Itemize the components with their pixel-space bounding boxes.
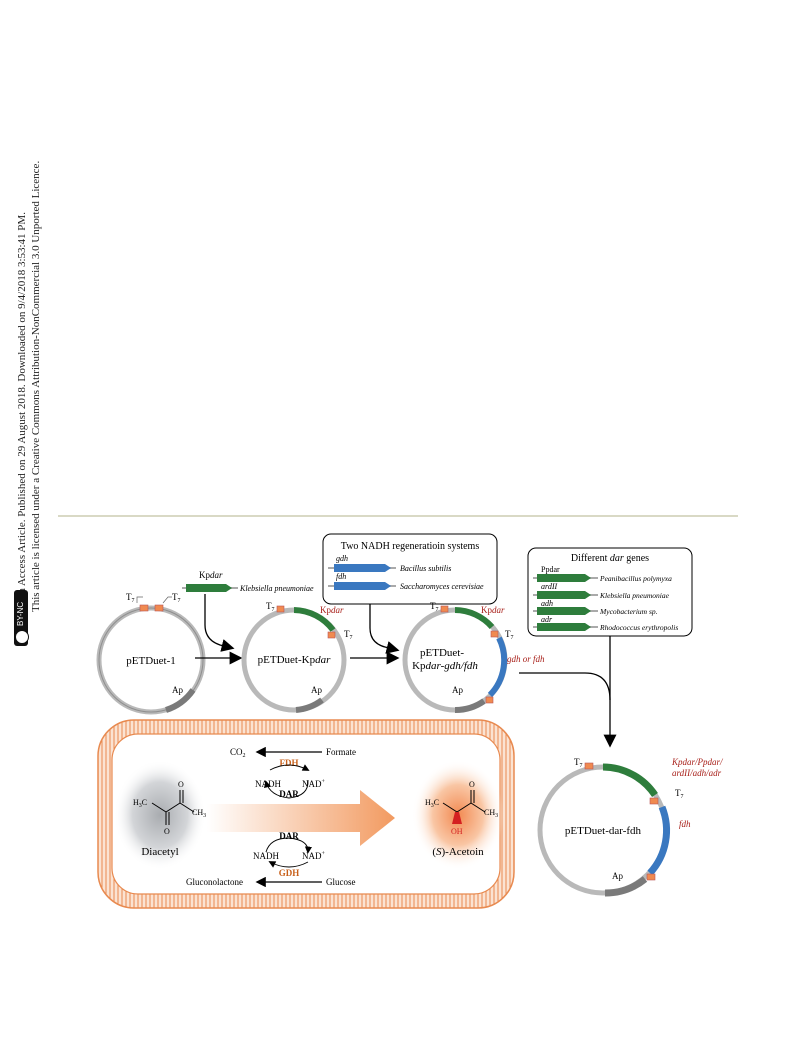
gene-label: adr — [541, 615, 553, 624]
box-title: Different dar genes — [571, 553, 649, 564]
header-divider — [58, 515, 738, 517]
t7-label: T7 — [266, 601, 275, 613]
gene-arrow — [334, 582, 391, 590]
gene-label: Ppdar — [541, 565, 560, 574]
chem-label: CO2 — [230, 747, 246, 759]
t7-label: T7 — [574, 757, 583, 769]
gene-label: adh — [541, 599, 553, 608]
ap-label: Ap — [612, 871, 623, 881]
gene-label: gdh — [336, 554, 348, 563]
conversion-arrow — [207, 790, 395, 846]
gene-label: gdh or fdh — [507, 654, 545, 664]
acetoin-structure — [442, 790, 486, 813]
ap-label: Ap — [172, 685, 183, 695]
diacetyl-blob — [114, 760, 206, 870]
organism-label: Saccharomyces cerevisiae — [400, 582, 484, 591]
cofactor-label: NADH — [255, 779, 281, 789]
product-label: Gluconolactone — [186, 877, 243, 887]
acetoin-label: (S)-Acetoin — [432, 846, 484, 858]
substrate-label: Glucose — [326, 877, 356, 887]
enzyme-label: GDH — [279, 868, 300, 878]
chem-label: O — [164, 827, 170, 836]
enzyme-label: FDH — [280, 758, 299, 768]
plasmid-pETDuet-dar-fdh: T7 T7 Kpdar/Ppdar/ ardII/adh/adr fdh pET… — [537, 757, 724, 897]
plasmid-name: pETDuet-1 — [126, 655, 175, 667]
t7-label: T7 — [675, 788, 684, 800]
chem-label: CH3 — [192, 808, 206, 819]
gene-arrow — [334, 564, 391, 572]
stereo-wedge — [452, 812, 462, 824]
kpdar-insert: Kpdar Klebsiella pneumoniae — [182, 570, 314, 652]
t7-label: T7 — [172, 592, 181, 604]
ap-label: Ap — [452, 685, 463, 695]
plasmid-name: pETDuet-dar-fdh — [565, 825, 642, 837]
t7-label: T7 — [126, 592, 135, 604]
organism-label: Klebsiella pneumoniae — [239, 584, 314, 593]
chem-label: OH — [451, 827, 463, 836]
cc-license-badge[interactable]: BY-NC — [14, 590, 29, 646]
cofactor-label: NAD+ — [302, 779, 326, 789]
organism-label: Rhodococcus erythropolis — [599, 623, 678, 632]
gene-label: ardII/adh/adr — [672, 768, 722, 778]
cofactor-label: NADH — [253, 851, 279, 861]
organism-label: Bacillus subtilis — [400, 564, 451, 573]
plasmid-pETDuet-1: T7 T7 pETDuet-1 Ap — [96, 592, 206, 715]
ap-marker — [164, 688, 196, 713]
license-sidebar: Open Access Article. Published on 29 Aug… — [8, 0, 48, 700]
ap-label: Ap — [311, 685, 322, 695]
box-title: Two NADH regeneratioin systems — [341, 541, 480, 552]
gene-arrow — [186, 584, 232, 592]
organism-label: Mycobacterium sp. — [599, 607, 658, 616]
gene-label: Kpdar — [320, 605, 344, 615]
t7-label: T7 — [505, 629, 514, 641]
diacetyl-structure — [151, 790, 195, 825]
chem-label: CH3 — [484, 808, 498, 819]
gene-label: Kpdar — [199, 570, 223, 580]
gene-label: Kpdar — [481, 605, 505, 615]
dar-genes-box: Different dar genes Ppdar Peanibacillus … — [527, 547, 693, 637]
t7-label: T7 — [430, 601, 439, 613]
t7-promoter — [154, 604, 164, 612]
plasmid-pETDuet-Kpdar-gdh-fdh: T7 T7 Kpdar gdh or fdh pETDuet- Kpdar-gd… — [402, 601, 545, 714]
gene-label: fdh — [679, 819, 691, 829]
plasmid-pETDuet-Kpdar: T7 T7 Kpdar pETDuet-Kpdar Ap — [241, 601, 353, 713]
chem-label: O — [178, 780, 184, 789]
gene-label: fdh — [336, 572, 346, 581]
organism-label: Peanibacillus polymyxa — [599, 574, 672, 583]
diacetyl-label: Diacetyl — [141, 846, 178, 858]
cofactor-label: NAD+ — [302, 851, 326, 861]
enzyme-label: DAR — [279, 831, 299, 841]
t7-promoter — [139, 604, 149, 612]
gene-segment — [293, 607, 336, 632]
plasmid-name: pETDuet- — [420, 647, 464, 659]
gene-label: ardII — [541, 582, 557, 591]
t7-label: T7 — [344, 629, 353, 641]
chem-label: H3C — [425, 798, 439, 809]
plasmid-name: pETDuet-Kpdar — [258, 654, 331, 666]
chem-label: O — [469, 780, 475, 789]
gene-label: Kpdar/Ppdar/ — [671, 757, 724, 767]
chem-label: H3C — [133, 798, 147, 809]
substrate-label: Formate — [326, 747, 356, 757]
enzyme-label: DAR — [279, 789, 299, 799]
nadh-regeneration-box: Two NADH regeneratioin systems gdh Bacil… — [322, 533, 498, 654]
plasmid-name: Kpdar-gdh/fdh — [412, 660, 478, 672]
organism-label: Klebsiella pneumoniae — [599, 591, 670, 600]
cc-icon — [15, 630, 29, 644]
